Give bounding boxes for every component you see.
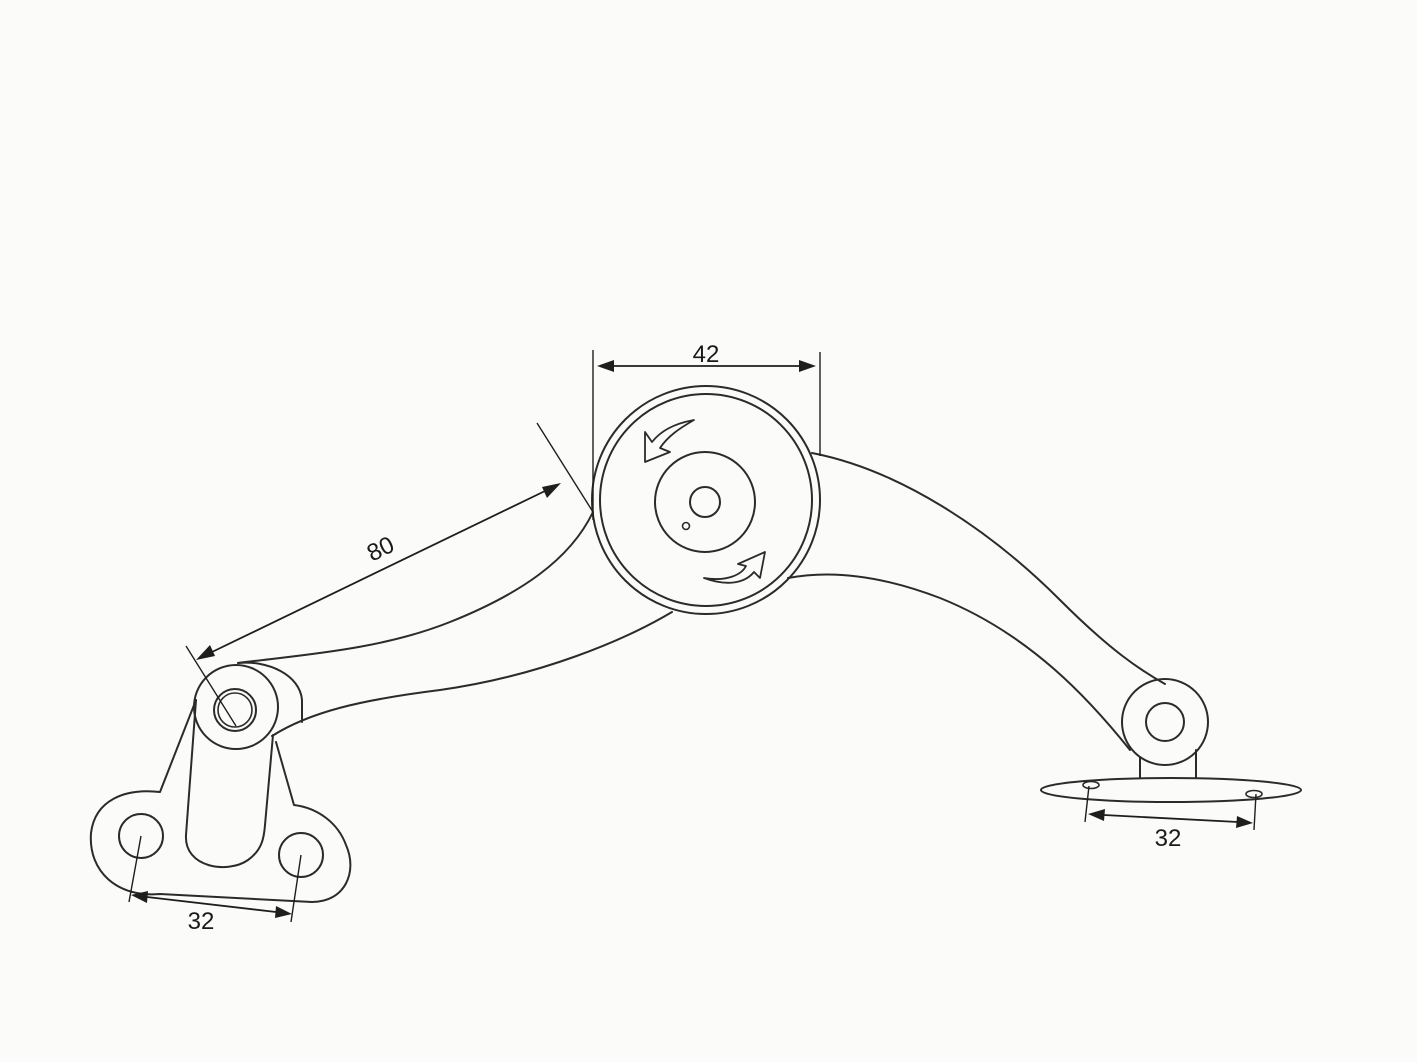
dimension-left-bracket-spacing: 32: [128, 835, 302, 935]
arm-length-label: 80: [363, 531, 399, 567]
left-mounting-bracket: [89, 699, 352, 903]
left-pivot-pin: [213, 688, 257, 732]
dimension-hub-diameter: 42: [592, 341, 821, 520]
left-arm: [237, 511, 673, 737]
left-bracket-hole-2: [278, 832, 324, 878]
hub-outer-ring: [591, 385, 821, 615]
right-plate-hole-1: [1082, 780, 1100, 790]
hub-small-dot: [681, 521, 691, 531]
hub-inner-ring: [599, 393, 813, 607]
rotation-arrow-bottom-icon: [703, 551, 766, 584]
central-hub: [591, 385, 821, 615]
right-pivot: [1121, 678, 1209, 779]
right-plate-hole-2: [1245, 789, 1263, 799]
left-bracket-spacing-label: 32: [188, 908, 215, 935]
hub-pivot-hole: [689, 486, 721, 518]
dimension-right-plate-spacing: 32: [1084, 785, 1257, 852]
hub-diameter-label: 42: [693, 341, 720, 368]
rotation-arrow-top-icon: [644, 419, 695, 463]
right-pivot-pin: [1145, 702, 1185, 742]
left-pivot: [193, 661, 303, 750]
dimension-arm-length: 80: [185, 422, 594, 727]
right-arm: [787, 452, 1166, 751]
left-bracket-hole-1: [118, 813, 164, 859]
right-plate-spacing-label: 32: [1155, 825, 1182, 852]
right-mounting-plate: [1040, 777, 1302, 803]
hub-center-disc: [654, 451, 756, 553]
